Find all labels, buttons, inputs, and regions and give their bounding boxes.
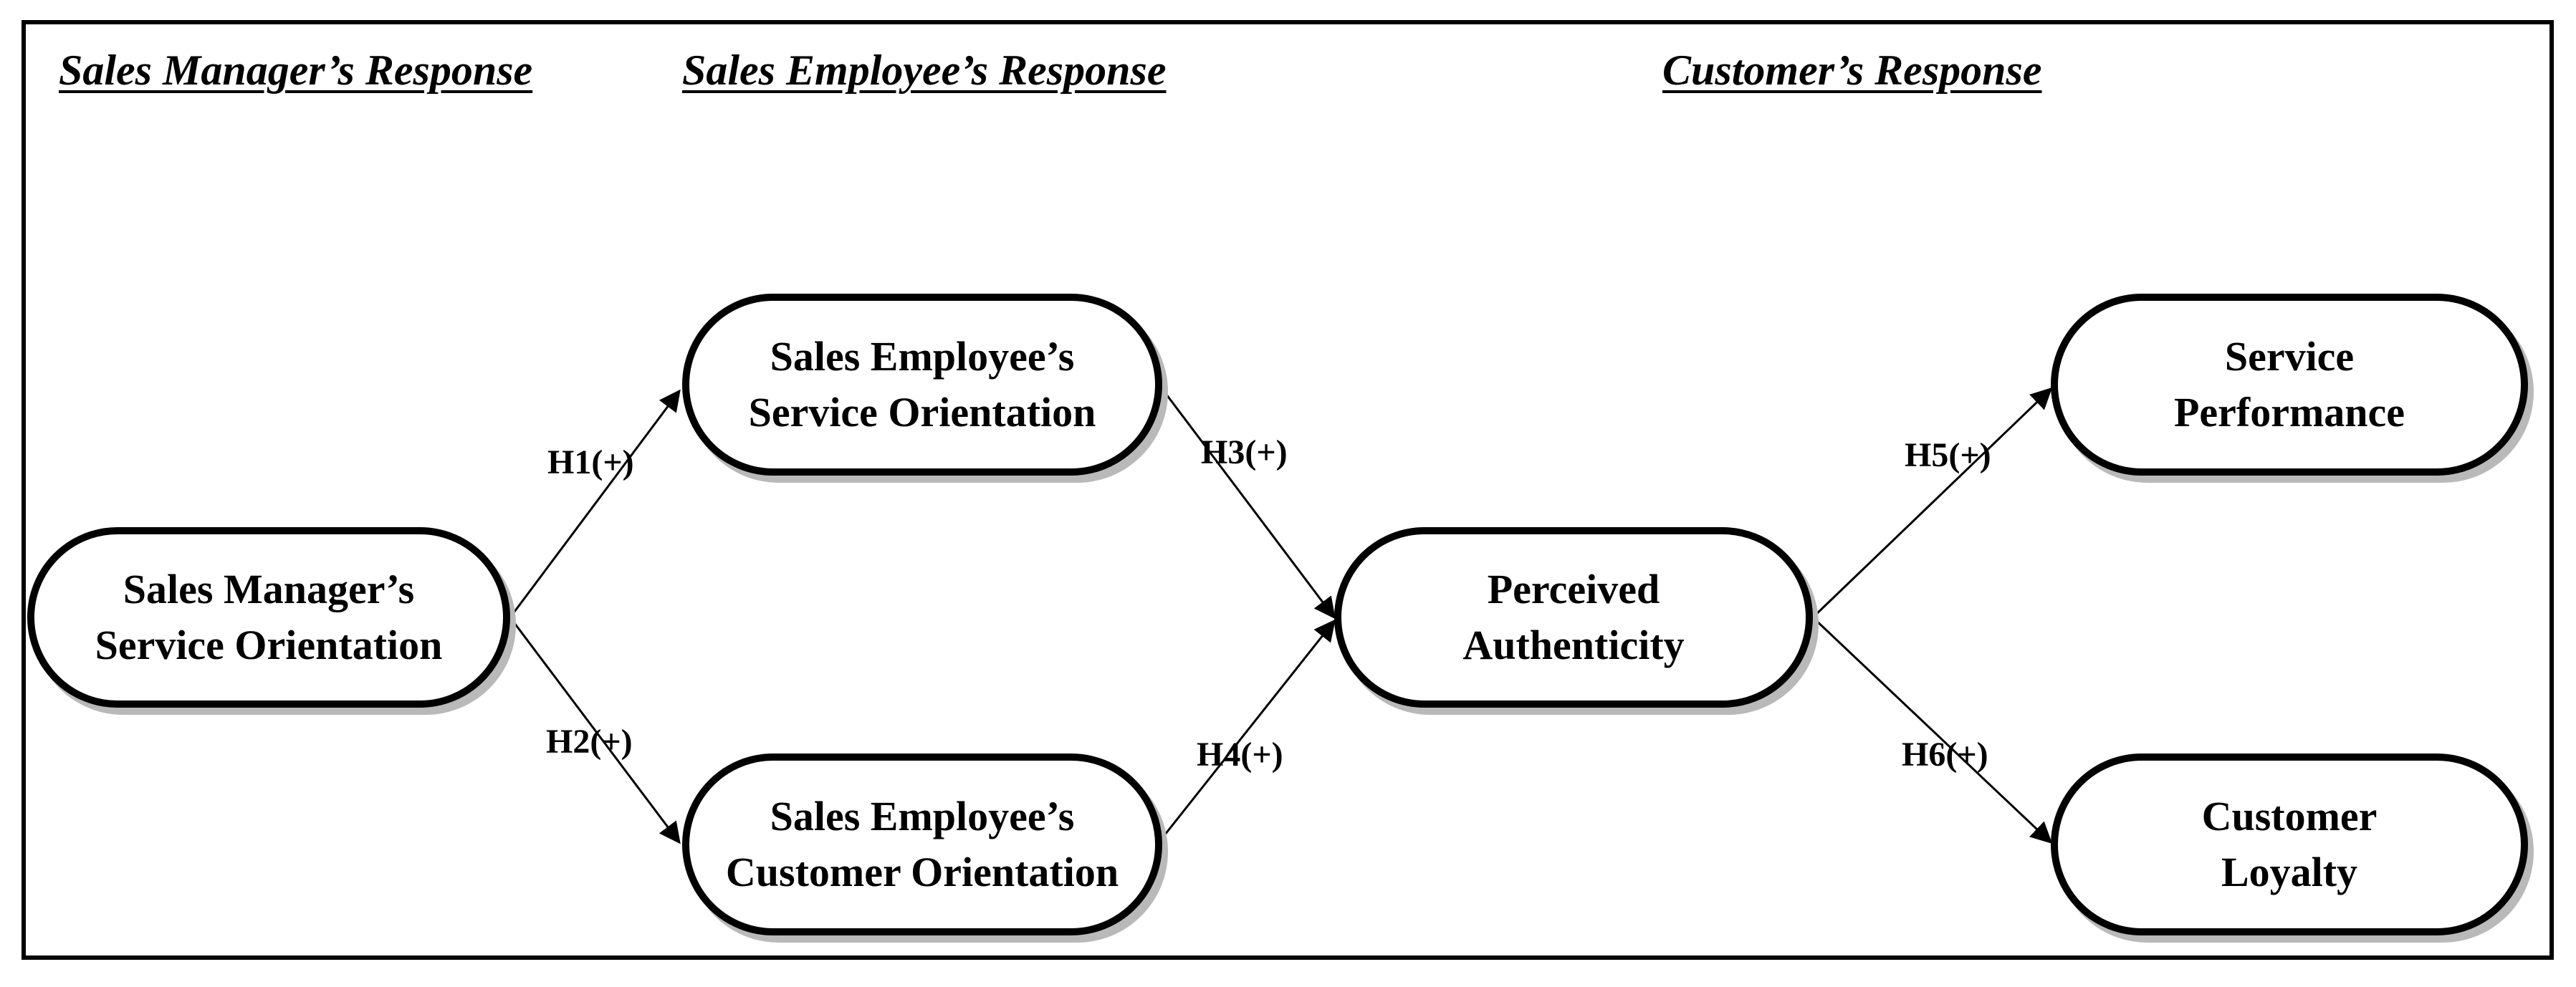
node-sales-employee-service-orientation: Sales Employee’s Service Orientation <box>682 294 1162 476</box>
header-sales-manager-response: Sales Manager’s Response <box>59 47 533 94</box>
node-sales-manager-service-orientation: Sales Manager’s Service Orientation <box>27 527 510 708</box>
node-service-performance: Service Performance <box>2051 294 2528 476</box>
hypothesis-label-h4: H4(+) <box>1197 736 1283 774</box>
header-sales-employee-response: Sales Employee’s Response <box>682 47 1167 94</box>
diagram-frame <box>21 20 2554 960</box>
node-label: Service Performance <box>2173 333 2405 435</box>
hypothesis-label-h3: H3(+) <box>1201 433 1288 471</box>
hypothesis-label-h5: H5(+) <box>1905 436 1991 474</box>
node-label: Perceived Authenticity <box>1462 566 1685 668</box>
node-label: Sales Employee’s Customer Orientation <box>725 793 1119 895</box>
node-label: Sales Manager’s Service Orientation <box>95 566 443 668</box>
arrow-h6 <box>1811 616 2053 844</box>
arrow-h1 <box>509 389 681 618</box>
hypothesis-label-h2: H2(+) <box>546 723 633 761</box>
node-customer-loyalty: Customer Loyalty <box>2051 754 2528 935</box>
node-label: Customer Loyalty <box>2201 793 2378 895</box>
arrow-h5 <box>1811 387 2053 619</box>
node-perceived-authenticity: Perceived Authenticity <box>1334 527 1813 708</box>
node-sales-employee-customer-orientation: Sales Employee’s Customer Orientation <box>682 754 1162 935</box>
arrow-h4 <box>1161 619 1336 839</box>
hypothesis-label-h6: H6(+) <box>1902 736 1988 774</box>
arrow-h2 <box>509 617 681 844</box>
arrow-h3 <box>1161 388 1336 620</box>
node-label: Sales Employee’s Service Orientation <box>748 333 1096 435</box>
hypothesis-label-h1: H1(+) <box>547 443 634 481</box>
header-customer-response: Customer’s Response <box>1662 47 2042 94</box>
